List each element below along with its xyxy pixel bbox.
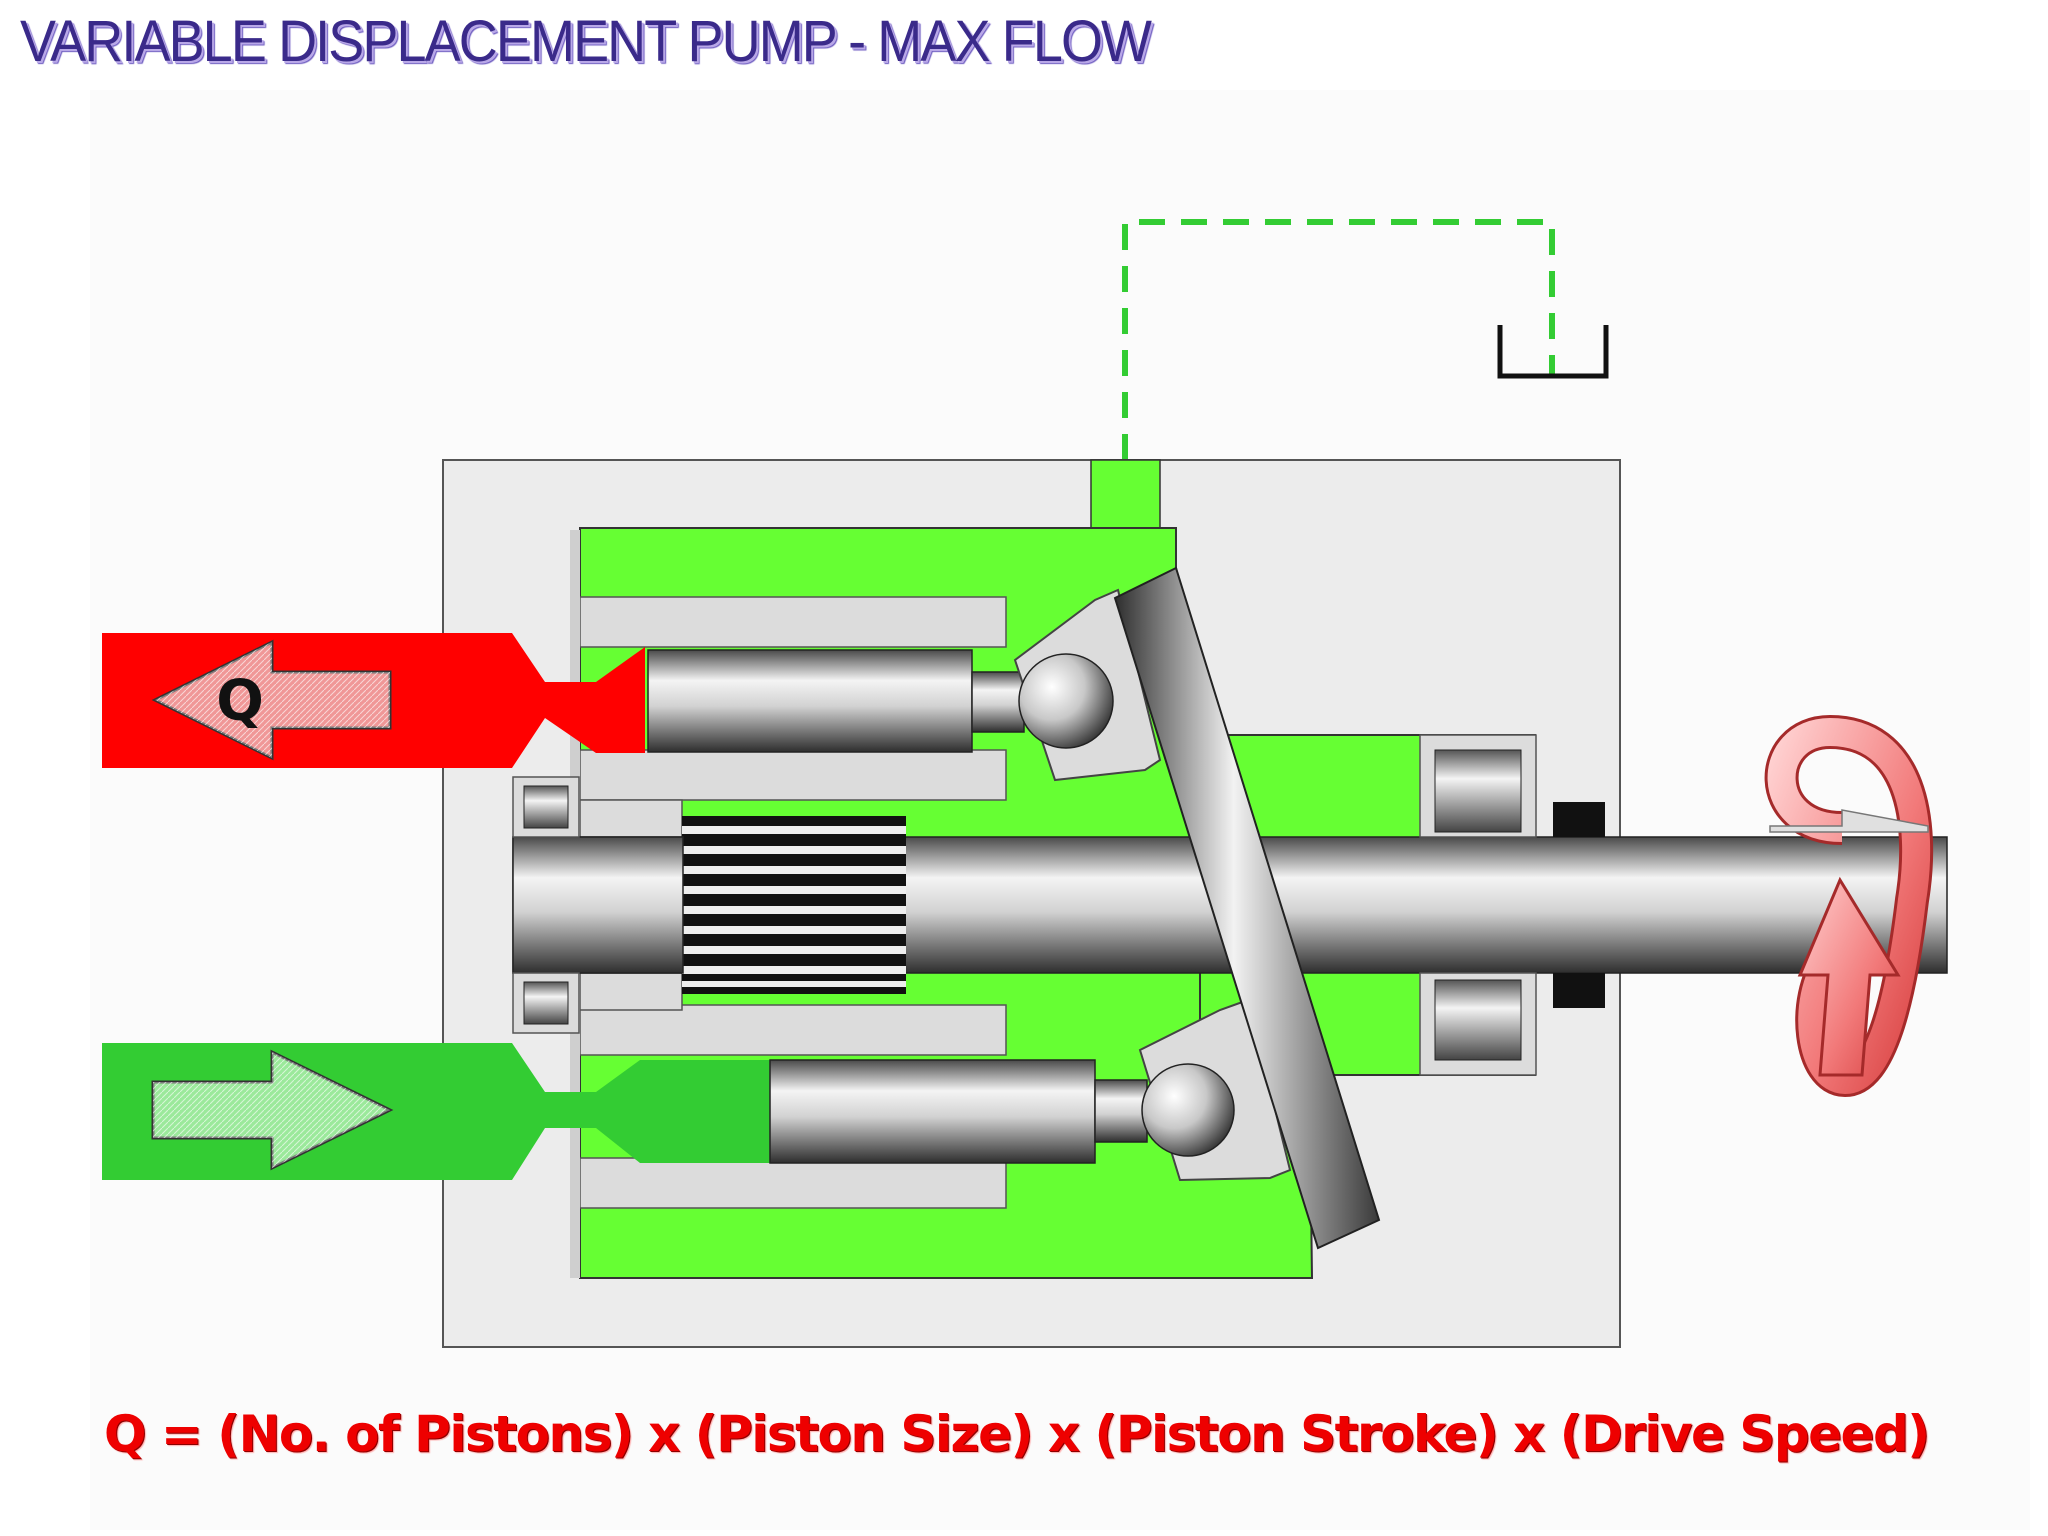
rotation-arrow-icon: [1764, 714, 1934, 1098]
left-bearing-bottom: [523, 981, 569, 1025]
tank-symbol-icon: [1497, 325, 1609, 379]
shaft-spline: [682, 816, 906, 994]
lower-piston-neck: [1094, 1079, 1148, 1143]
swash-plate: [1113, 566, 1381, 1250]
shaft-seal-top: [1553, 802, 1605, 837]
arrow-right-hatch: [153, 1052, 390, 1168]
arrow-left-hatch: [155, 642, 390, 758]
suction-port: [102, 1043, 770, 1180]
upper-piston: [647, 649, 973, 753]
outlet-passage: [545, 647, 645, 753]
upper-piston-ball: [1018, 653, 1114, 749]
left-bearing-top: [523, 785, 569, 829]
lower-piston: [769, 1059, 1096, 1164]
barrel-upper-mid: [579, 749, 1007, 801]
barrel-bottom: [579, 1157, 1007, 1209]
drain-port: [1090, 459, 1161, 531]
barrel-top: [579, 596, 1007, 648]
outlet-flow-label: Q: [216, 669, 264, 734]
upper-piston-neck: [971, 671, 1025, 733]
flow-formula: Q = (No. of Pistons) x (Piston Size) x (…: [104, 1405, 1930, 1463]
right-bearing-top: [1434, 749, 1522, 833]
page-title: VARIABLE DISPLACEMENT PUMP - MAX FLOW: [20, 9, 1152, 74]
shaft-left-end: [512, 836, 684, 974]
right-bearing-bottom: [1434, 979, 1522, 1061]
shaft-seal-bottom: [1553, 973, 1605, 1008]
barrel-lower-mid: [579, 1004, 1007, 1056]
lower-piston-ball: [1141, 1063, 1235, 1157]
